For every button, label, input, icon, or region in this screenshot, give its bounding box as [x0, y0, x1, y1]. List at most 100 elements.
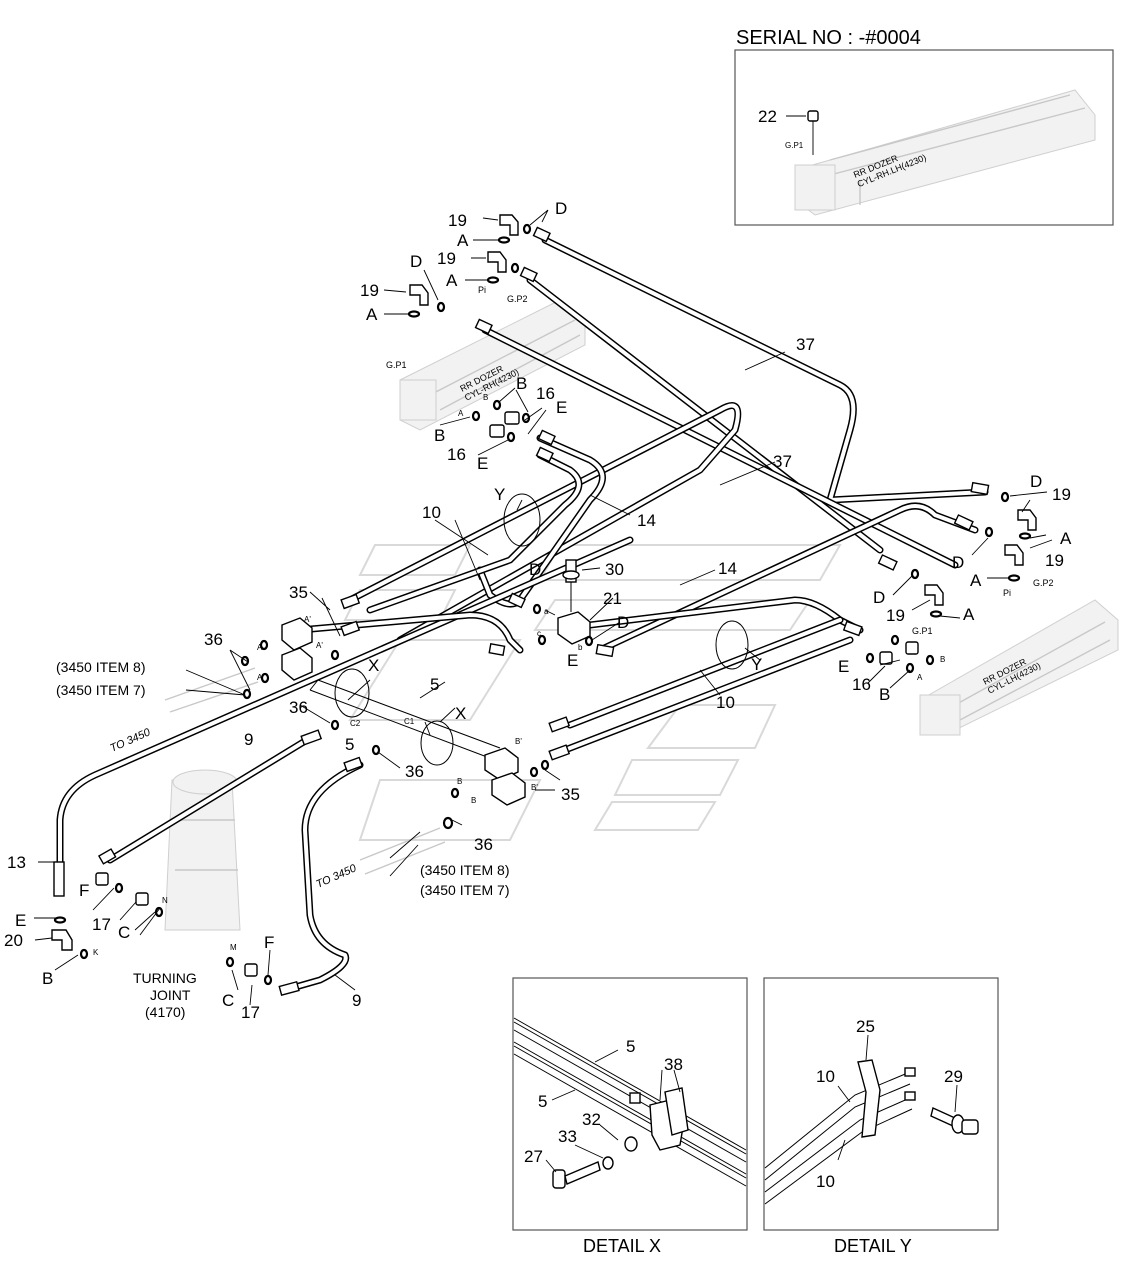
- part-label-19-b: 19: [437, 249, 456, 268]
- port-b-4: B: [457, 777, 462, 786]
- ref-item8-upper: (3450 ITEM 8): [56, 659, 145, 675]
- detail-x-washer-32: [624, 1136, 638, 1152]
- callout-a-6: A: [963, 605, 975, 624]
- detail-y-box: [763, 977, 999, 1231]
- detail-x-clamp-38: [649, 1087, 689, 1151]
- callout-c-1: C: [118, 923, 130, 942]
- hose-10-lower: [561, 616, 854, 754]
- detail-x-label-5-b: 5: [538, 1092, 547, 1111]
- cylinder-rh-ghost: [399, 299, 586, 431]
- port-c2: C2: [350, 719, 361, 728]
- part-label-19-d: 19: [1052, 485, 1071, 504]
- callout-b-4: B: [42, 969, 53, 988]
- detail-y-title: DETAIL Y: [834, 1236, 912, 1256]
- port-gp2-1: G.P2: [507, 294, 528, 304]
- hose-to-valve-left: [296, 611, 524, 654]
- part-label-36-c: 36: [405, 762, 424, 781]
- part-label-5-b: 5: [345, 735, 354, 754]
- port-m: M: [230, 943, 237, 952]
- part-label-10-b: 10: [716, 693, 735, 712]
- turning-joint-ghost: [164, 769, 241, 931]
- callout-d-6: D: [529, 560, 541, 579]
- part-label-35-a: 35: [289, 583, 308, 602]
- part-label-14-a: 14: [637, 511, 656, 530]
- port-a-4: A: [257, 673, 263, 682]
- callout-a-4: A: [1060, 529, 1072, 548]
- detail-circle-y-lower: [715, 620, 749, 670]
- callout-a-1: A: [457, 231, 469, 250]
- part-label-13: 13: [7, 853, 26, 872]
- detail-x-title: DETAIL X: [583, 1236, 661, 1256]
- hose-end-fittings: [53, 226, 990, 997]
- part-label-10-a: 10: [422, 503, 441, 522]
- part-label-9-b: 9: [352, 991, 361, 1010]
- callout-e-4: E: [567, 651, 578, 670]
- detail-x-washer-33: [602, 1156, 614, 1170]
- detail-y-pipes: [764, 1067, 916, 1205]
- port-pi-2: Pi: [1003, 588, 1011, 598]
- elbow-fitting-19-top: [499, 214, 519, 236]
- port-k: K: [93, 948, 99, 957]
- hose-9-lower: [281, 761, 364, 994]
- part-label-30: 30: [605, 560, 624, 579]
- callout-e-3: E: [838, 657, 849, 676]
- port-a-3: A: [257, 643, 263, 652]
- callout-d-3: D: [1030, 472, 1042, 491]
- turning-joint-line3: (4170): [145, 1004, 185, 1020]
- detail-y-clamp-25: [857, 1059, 881, 1138]
- serial-inset-box: [734, 49, 1114, 226]
- port-b-prime-2: B': [531, 783, 538, 792]
- ref-item7-upper: (3450 ITEM 7): [56, 682, 145, 698]
- callout-d-1: D: [555, 199, 567, 218]
- pipe-5: [309, 679, 501, 761]
- part-label-14-b: 14: [718, 559, 737, 578]
- port-c-lower: c: [537, 629, 541, 638]
- part-label-37-a: 37: [796, 335, 815, 354]
- part-label-16-a: 16: [536, 384, 555, 403]
- callout-d-2: D: [410, 252, 422, 271]
- port-pi-1: Pi: [478, 285, 486, 295]
- inset-port-plug-22: [786, 110, 819, 155]
- port-gp2-2: G.P2: [1033, 578, 1054, 588]
- callout-a-2: A: [446, 271, 458, 290]
- part-label-19-c: 19: [360, 281, 379, 300]
- part-label-36-d: 36: [474, 835, 493, 854]
- detail-y-leaders: [837, 1034, 958, 1161]
- hose-14-right: [596, 502, 979, 654]
- callout-a-3: A: [366, 305, 378, 324]
- part-label-19-a: 19: [448, 211, 467, 230]
- part-label-21: 21: [603, 589, 622, 608]
- port-a-lower: a: [544, 607, 549, 616]
- part-label-9-a: 9: [244, 730, 253, 749]
- part-label-36-a: 36: [204, 630, 223, 649]
- port-a-1: A: [458, 409, 464, 418]
- detail-y-label-10-b: 10: [816, 1172, 835, 1191]
- port-b-1: B: [483, 393, 488, 402]
- detail-x-label-33: 33: [558, 1127, 577, 1146]
- hose-37-upper: [541, 236, 989, 504]
- port-a-prime-1: A': [304, 615, 311, 624]
- elbow-fitting-19-right-mid: [1004, 544, 1024, 566]
- detail-circle-x-upper: [334, 668, 370, 718]
- callout-a-5: A: [970, 571, 982, 590]
- elbow-fitting-19-right-top: [1017, 509, 1037, 531]
- callout-x-1: X: [368, 656, 379, 675]
- part-label-36-b: 36: [289, 698, 308, 717]
- callout-d-7: D: [617, 613, 629, 632]
- port-n: N: [162, 896, 168, 905]
- turning-joint-line1: TURNING: [133, 970, 197, 986]
- port-b-prime-1: B': [515, 737, 522, 746]
- part-label-16-b: 16: [447, 445, 466, 464]
- grease-nipple-30: [562, 559, 580, 612]
- ref-item7-lower: (3450 ITEM 7): [420, 882, 509, 898]
- ref-item8-lower: (3450 ITEM 8): [420, 862, 509, 878]
- callout-c-2: C: [222, 991, 234, 1010]
- port-a-prime-2: A': [316, 641, 323, 650]
- detail-y-label-29: 29: [944, 1067, 963, 1086]
- serial-number-title: SERIAL NO : -#0004: [736, 27, 921, 49]
- callout-d-4: D: [952, 553, 964, 572]
- part-label-19-f: 19: [886, 606, 905, 625]
- callout-y-2: Y: [751, 655, 762, 674]
